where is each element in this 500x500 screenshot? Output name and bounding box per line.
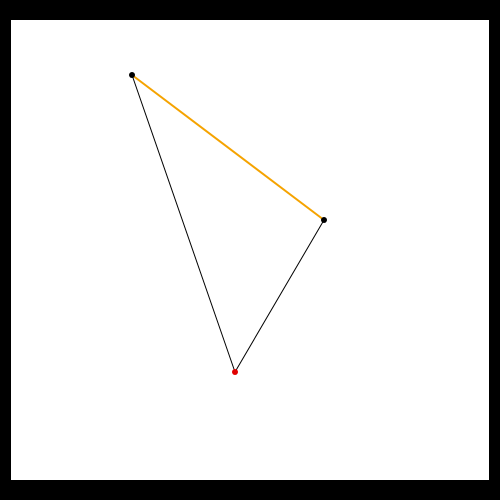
edge-c-a bbox=[131, 74, 236, 373]
vertex-layer bbox=[129, 72, 327, 375]
vertex-a bbox=[129, 72, 135, 78]
edge-b-c bbox=[234, 219, 325, 373]
triangle-diagram bbox=[129, 72, 327, 375]
diagram-canvas bbox=[11, 20, 489, 480]
edge-a-b-highlighted bbox=[131, 74, 325, 221]
vertex-b bbox=[321, 217, 327, 223]
vertex-c-highlighted bbox=[232, 369, 238, 375]
edge-layer bbox=[131, 74, 325, 373]
